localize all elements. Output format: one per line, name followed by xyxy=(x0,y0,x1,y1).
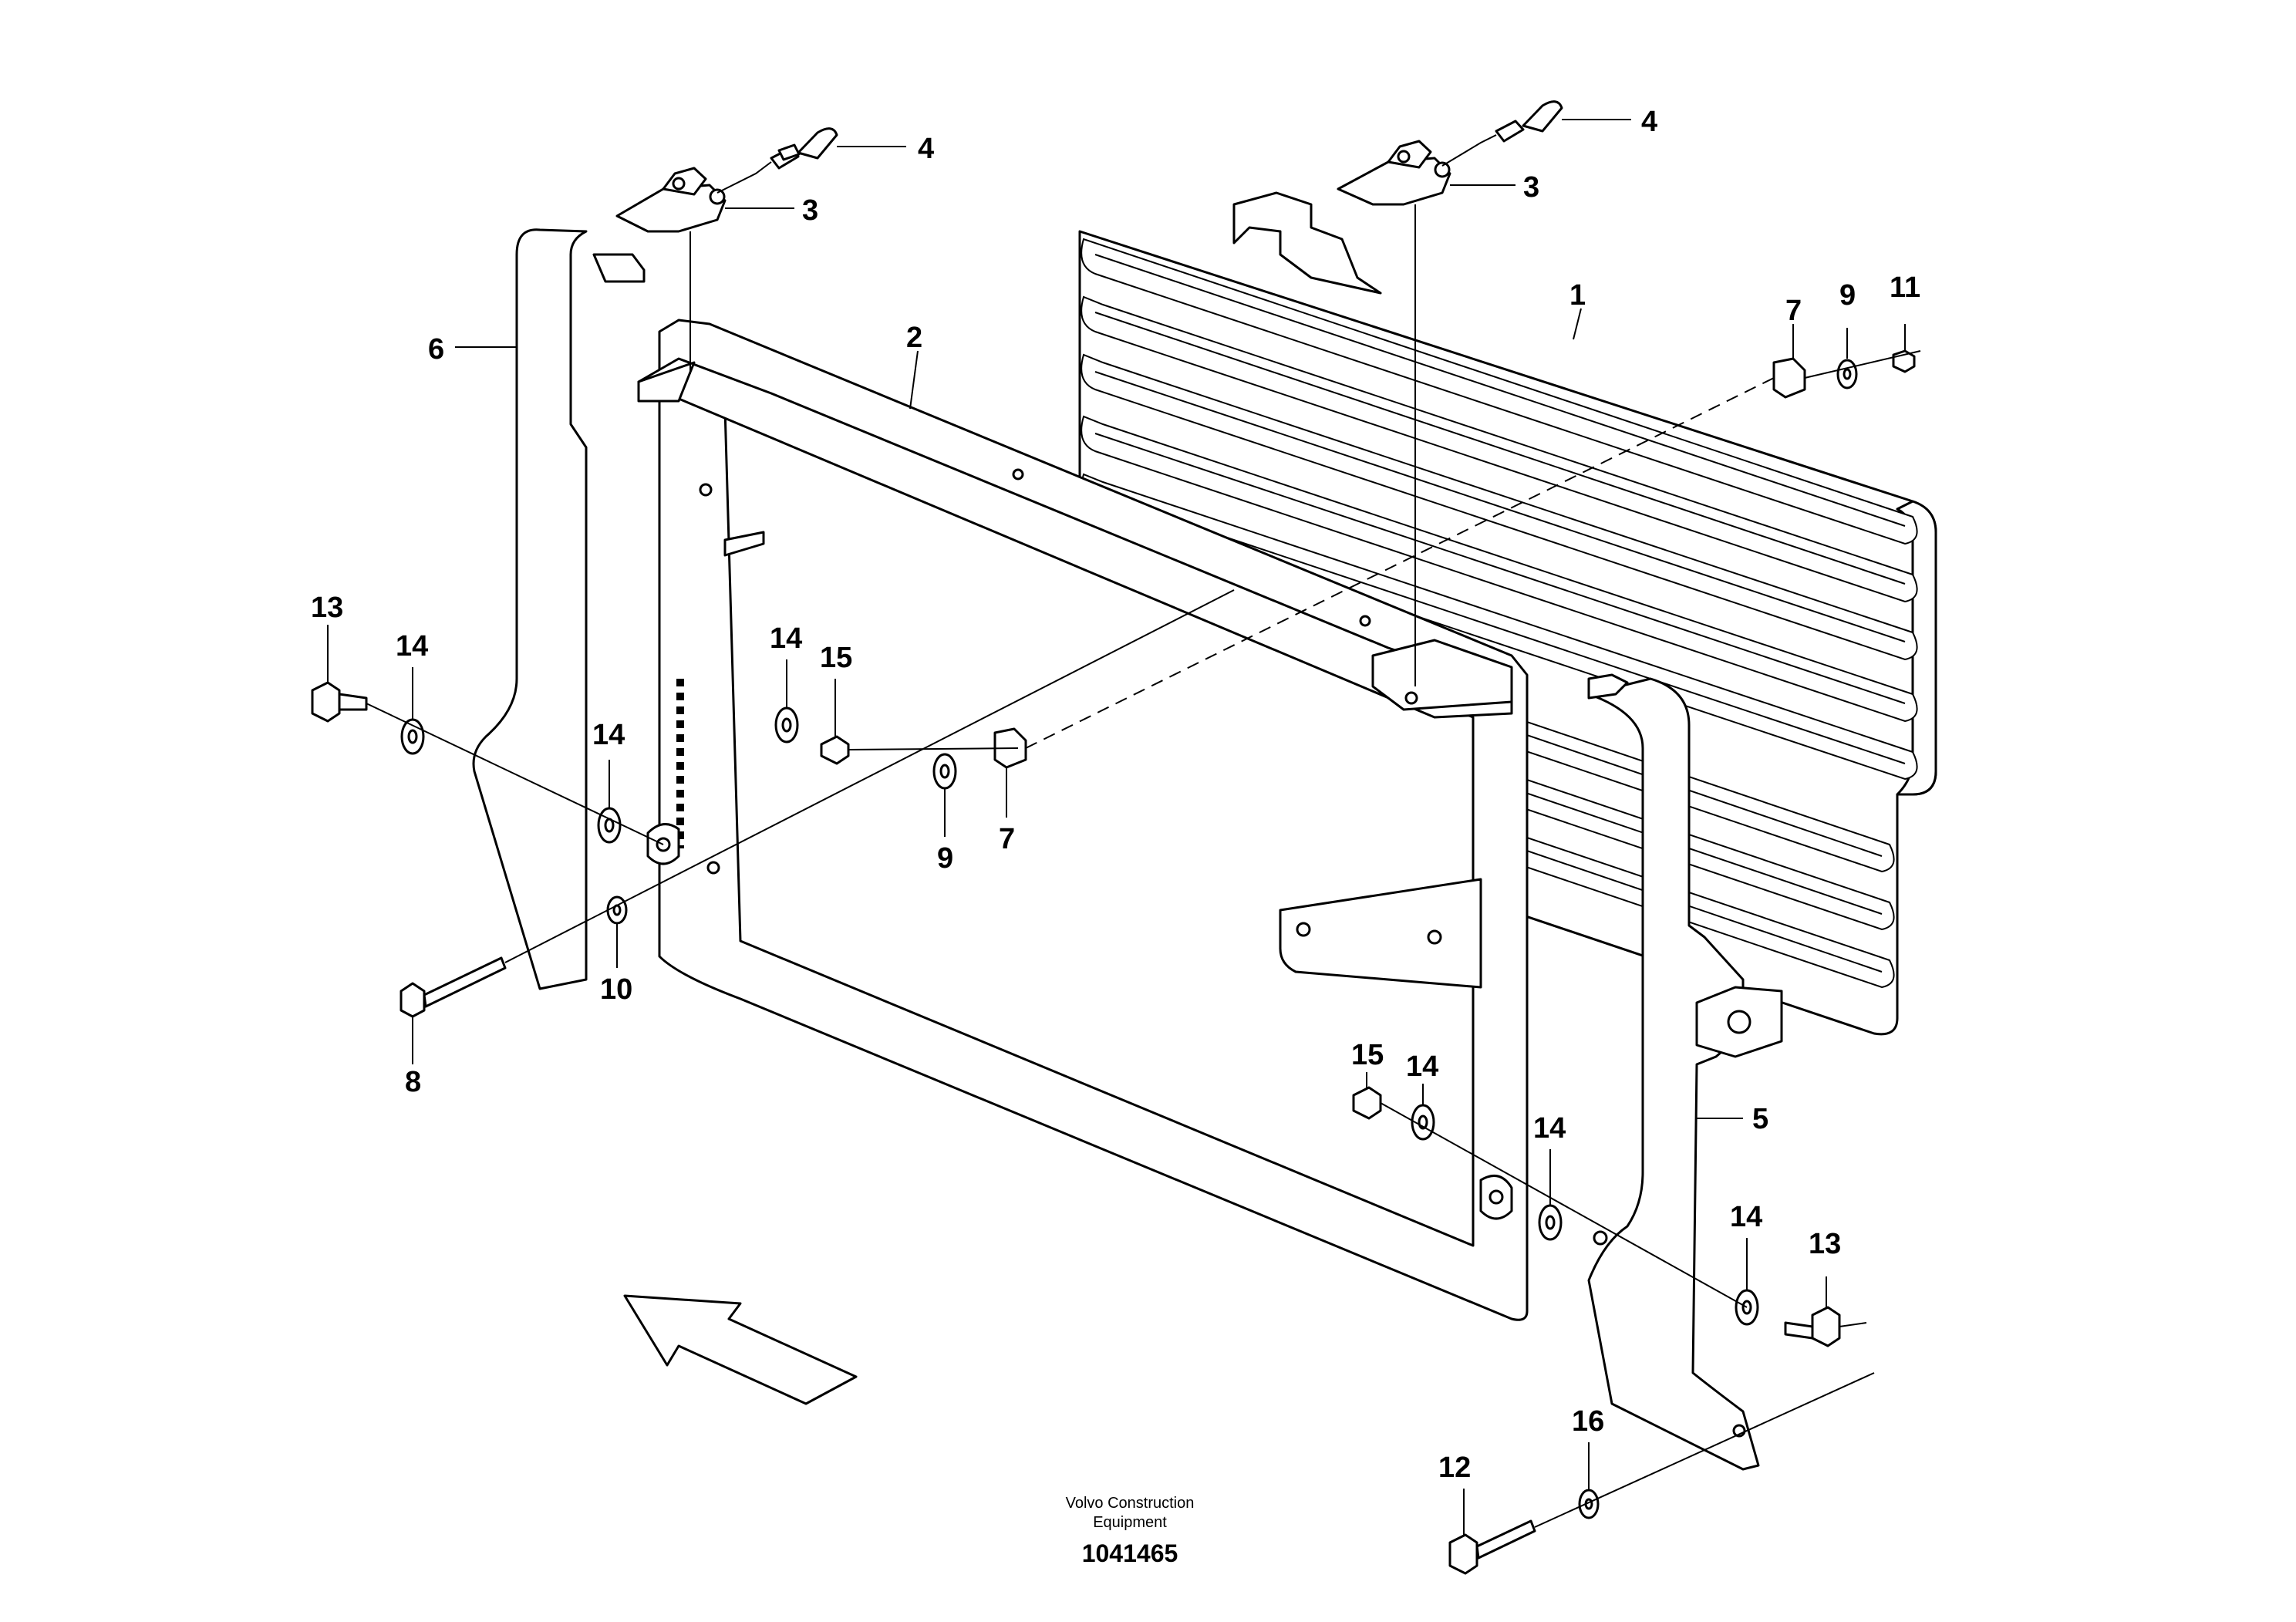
callout-6: 6 xyxy=(428,333,444,366)
callout-8: 8 xyxy=(405,1066,421,1098)
callout-15-right: 15 xyxy=(1351,1039,1384,1071)
callout-7-top: 7 xyxy=(1785,295,1802,327)
callout-14-e: 14 xyxy=(1533,1112,1566,1145)
footer: Volvo Construction Equipment 1041465 xyxy=(1066,1495,1195,1567)
callout-4-right: 4 xyxy=(1641,106,1657,138)
callout-14-a: 14 xyxy=(396,630,428,663)
cooler-frame xyxy=(637,319,1529,1321)
handle-left xyxy=(716,127,838,194)
callout-5: 5 xyxy=(1752,1103,1768,1135)
assembly-lines xyxy=(366,204,1921,1528)
brand-line-1: Volvo Construction xyxy=(1066,1495,1195,1512)
callout-14-d: 14 xyxy=(1406,1050,1438,1083)
callout-4-left: 4 xyxy=(918,133,934,165)
callout-15-mid: 15 xyxy=(820,642,852,674)
drawing-number: 1041465 xyxy=(1082,1539,1178,1567)
callout-leaders xyxy=(327,119,1906,1535)
callout-1: 1 xyxy=(1569,279,1586,312)
right-side-bracket xyxy=(1587,673,1783,1471)
left-side-bracket xyxy=(472,228,646,990)
callout-2: 2 xyxy=(906,322,922,354)
latch-right xyxy=(1337,140,1451,206)
handle-right xyxy=(1441,100,1563,167)
latch-left xyxy=(615,167,727,233)
callout-11: 11 xyxy=(1890,271,1920,304)
callout-9-mid: 9 xyxy=(937,842,953,875)
callout-14-f: 14 xyxy=(1730,1201,1762,1233)
callout-16: 16 xyxy=(1572,1405,1604,1438)
callout-3-left: 3 xyxy=(802,194,818,227)
callout-9-top: 9 xyxy=(1839,279,1856,312)
callout-14-c: 14 xyxy=(770,622,802,655)
callout-10: 10 xyxy=(600,973,632,1006)
callout-13-left: 13 xyxy=(311,592,343,624)
callout-7-mid: 7 xyxy=(999,823,1015,855)
callout-labels: 1 2 3 3 4 4 5 6 7 7 8 9 9 10 11 12 13 13… xyxy=(311,106,1920,1484)
callout-3-right: 3 xyxy=(1523,171,1539,204)
callout-13-right: 13 xyxy=(1809,1228,1841,1260)
brand-line-2: Equipment xyxy=(1093,1514,1167,1531)
callout-12: 12 xyxy=(1438,1452,1471,1484)
airflow-arrow xyxy=(623,1294,858,1405)
callout-14-b: 14 xyxy=(592,719,625,751)
